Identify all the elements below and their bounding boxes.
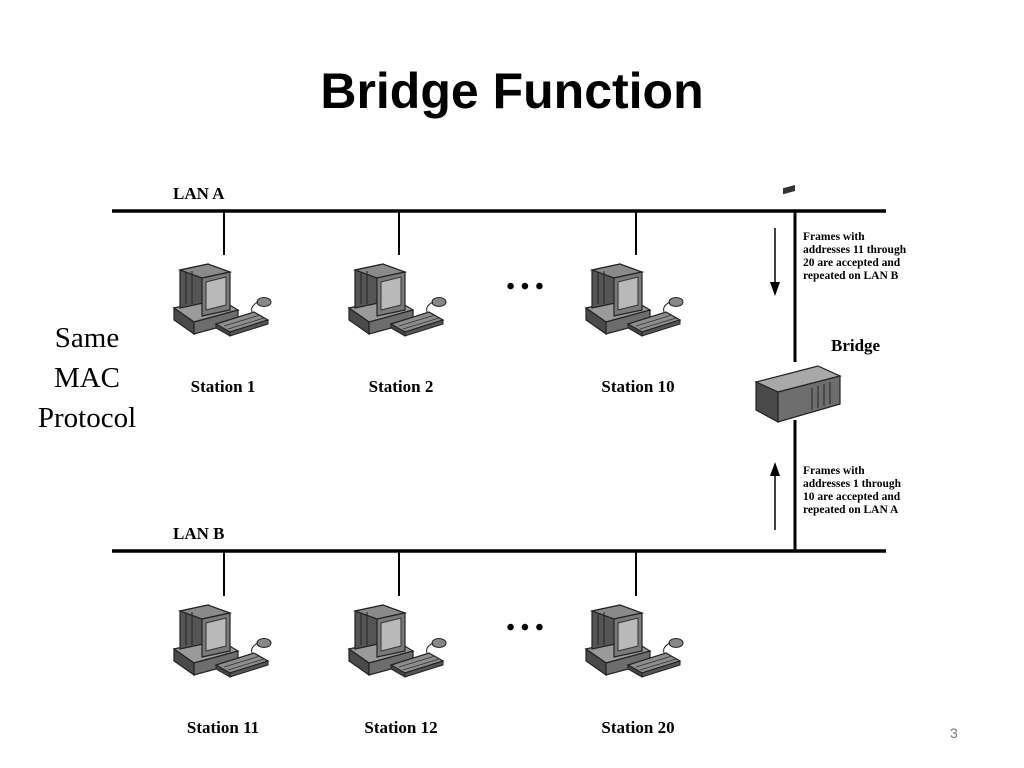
side-label-line-2: MAC [53, 362, 121, 394]
station-1: Station 1 [173, 211, 272, 396]
side-label-line-1: Same [54, 322, 120, 354]
svg-text:repeated on LAN B: repeated on LAN B [803, 270, 899, 282]
lan-a-label: LAN A [173, 184, 225, 203]
arrow-up-icon [770, 462, 780, 530]
lan-b-label: LAN B [173, 524, 224, 543]
station-ellipsis-lan-b: • • • [506, 615, 543, 641]
station-label: Station 1 [191, 377, 256, 396]
svg-text:addresses 11 through: addresses 11 through [803, 244, 907, 256]
side-label-line-3: Protocol [37, 402, 137, 434]
desktop-computer-icon [173, 604, 272, 678]
svg-text:Frames with: Frames with [803, 231, 865, 243]
svg-text:repeated on LAN A: repeated on LAN A [803, 504, 899, 516]
slide-title: Bridge Function [320, 63, 704, 119]
desktop-computer-icon [585, 604, 684, 678]
desktop-computer-icon [173, 263, 272, 337]
station-20: Station 20 [585, 551, 684, 737]
station-12: Station 12 [348, 551, 447, 737]
svg-text:Frames with: Frames with [803, 465, 865, 477]
station-2: Station 2 [348, 211, 447, 396]
station-label: Station 10 [601, 377, 674, 396]
page-number: 3 [950, 725, 958, 741]
station-label: Station 11 [187, 718, 259, 737]
arrow-down-icon [770, 228, 780, 296]
bridge-device-icon [754, 184, 842, 424]
desktop-computer-icon [585, 263, 684, 337]
note-lan-a-to-b: Frames with addresses 11 through 20 are … [803, 231, 907, 282]
same-mac-protocol-label: Same MAC Protocol [22, 318, 152, 438]
desktop-computer-icon [348, 604, 447, 678]
station-ellipsis-lan-a: • • • [506, 274, 543, 300]
station-label: Station 2 [369, 377, 434, 396]
station-label: Station 12 [364, 718, 437, 737]
svg-text:20 are accepted and: 20 are accepted and [803, 257, 901, 269]
svg-text:10 are accepted and: 10 are accepted and [803, 491, 901, 503]
note-lan-b-to-a: Frames with addresses 1 through 10 are a… [803, 465, 902, 516]
desktop-computer-icon [348, 263, 447, 337]
svg-text:addresses 1 through: addresses 1 through [803, 478, 902, 490]
station-label: Station 20 [601, 718, 674, 737]
station-11: Station 11 [173, 551, 272, 737]
bridge-label: Bridge [831, 336, 881, 355]
station-10: Station 10 [585, 211, 684, 396]
